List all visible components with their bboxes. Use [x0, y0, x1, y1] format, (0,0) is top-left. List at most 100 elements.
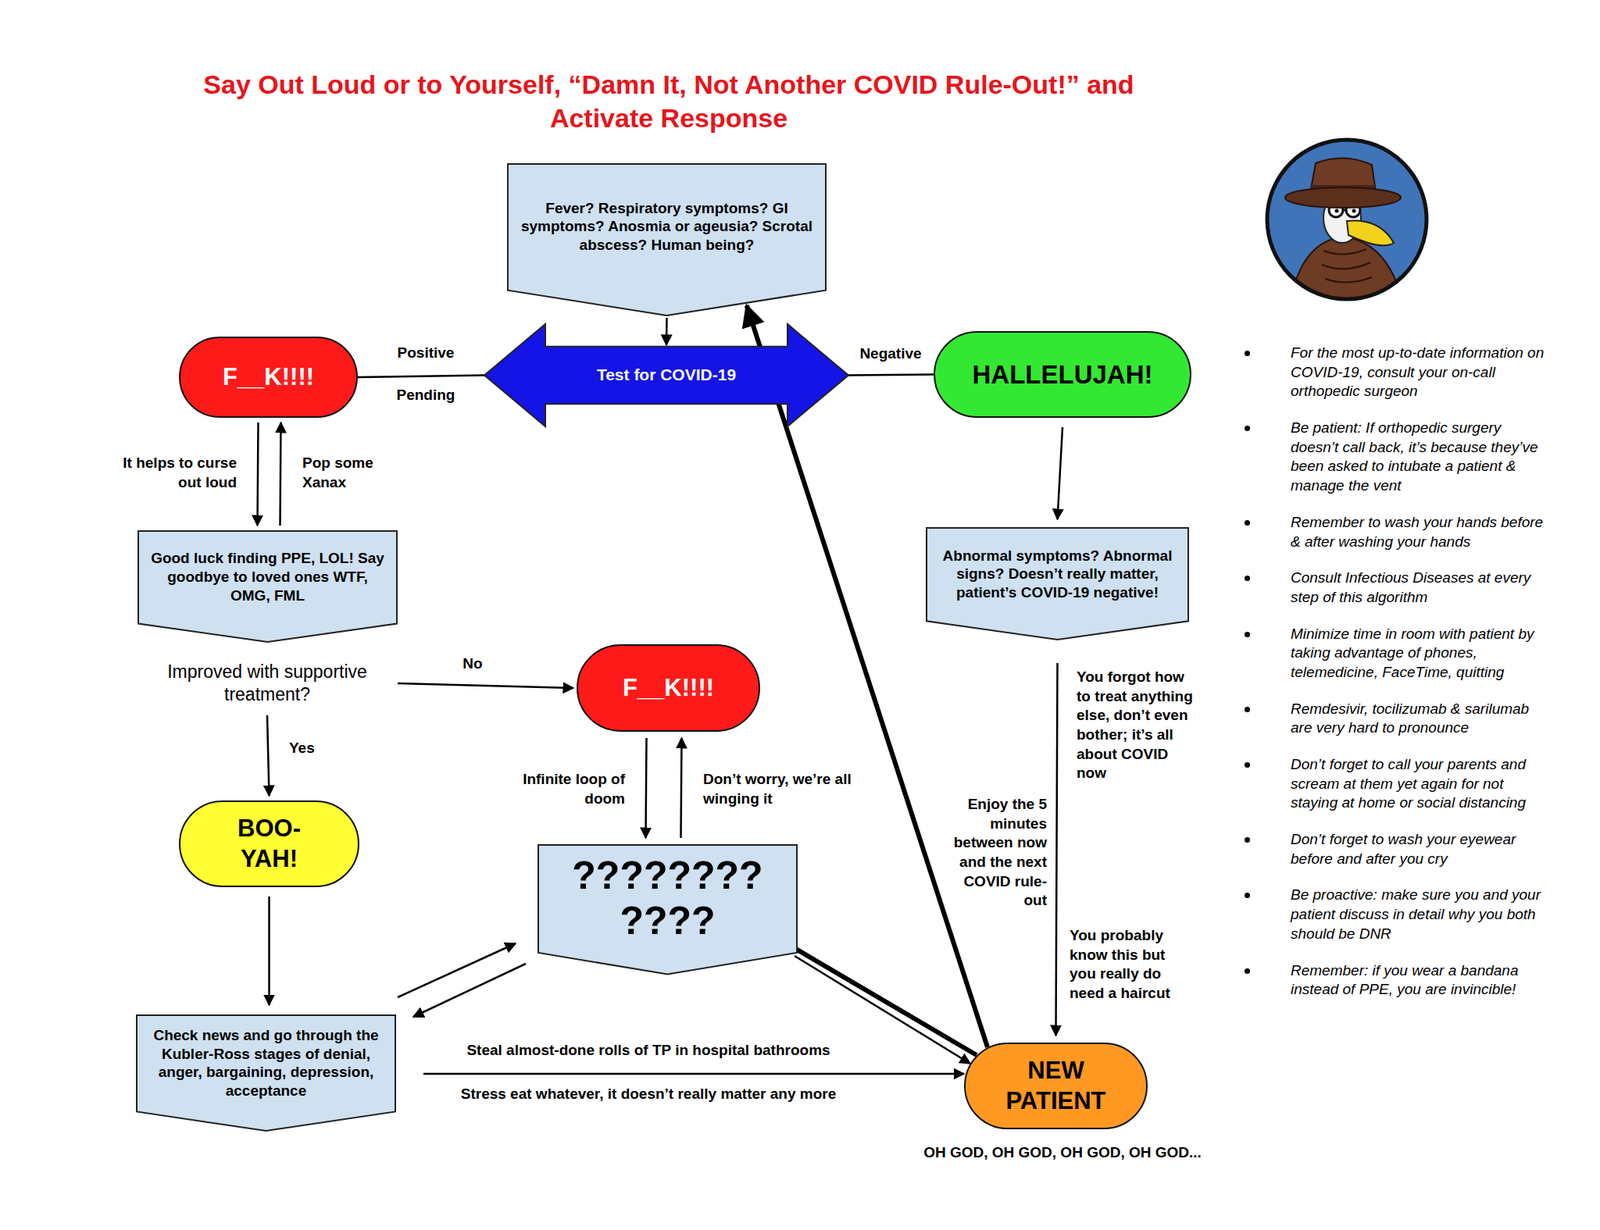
text-holder: Improved with supportive treatment?: [147, 660, 387, 707]
annotation: You probably know this but you really do…: [1069, 926, 1187, 1004]
node-text: F__K!!!!: [622, 673, 715, 704]
edge-label-text: Don’t worry, we’re all winging it: [703, 771, 852, 808]
shape-outline: [926, 528, 1189, 640]
note-text: Consult Infectious Diseases at every ste…: [1290, 568, 1549, 608]
note-item: Don’t forget to wash your eyewear before…: [1244, 830, 1558, 869]
plague-doctor-figure: [1285, 157, 1406, 306]
note-text: Minimize time in room with patient by ta…: [1290, 625, 1549, 683]
success-terminator: BOO-YAH!: [178, 800, 360, 888]
connector: [280, 422, 282, 526]
note-item: For the most up-to-date information on C…: [1244, 343, 1558, 402]
annotation: OH GOD, OH GOD, OH GOD, OH GOD...: [906, 1143, 1219, 1164]
note-item: Remember to wash your hands before & aft…: [1244, 513, 1558, 552]
edge-label: No: [449, 654, 497, 675]
connector: [681, 738, 683, 839]
note-item: Minimize time in room with patient by ta…: [1244, 625, 1558, 683]
connector: [397, 943, 516, 998]
relief-terminator: HALLELUJAH!: [933, 331, 1192, 418]
edge-label: Negative: [851, 344, 930, 365]
note-text: Remdesivir, tocilizumab & sarilumab are …: [1290, 700, 1549, 739]
bullet-dot: [1244, 892, 1250, 899]
note-text: Be patient: If orthopedic surgery doesn’…: [1290, 418, 1549, 497]
annotation-text: OH GOD, OH GOD, OH GOD, OH GOD...: [923, 1144, 1202, 1161]
edge-label: Positive: [386, 343, 465, 364]
shape-outline: [484, 324, 849, 427]
text-holder: Check news and go through the Kubler-Ros…: [145, 1026, 387, 1101]
shape-outline: [507, 164, 826, 316]
edge-label-text: Steal almost-done rolls of TP in hospita…: [466, 1042, 830, 1059]
node-text: HALLELUJAH!: [972, 358, 1154, 391]
notes-list: For the most up-to-date information on C…: [1244, 343, 1558, 1000]
bullet-dot: [1244, 350, 1250, 357]
connector: [413, 964, 526, 1018]
start-terminator: NEW PATIENT: [964, 1042, 1148, 1130]
text-holder: NEW PATIENT: [993, 1056, 1119, 1118]
edge-label-text: No: [462, 655, 483, 672]
annotation-text: Enjoy the 5 minutes between now and the …: [953, 796, 1047, 909]
bullet-dot: [1244, 762, 1250, 768]
unknown-box: ???????? ????: [537, 844, 798, 975]
edge-label-text: It helps to curse out loud: [122, 454, 237, 491]
connector: [766, 932, 977, 1056]
node-text: Fever? Respiratory symptoms? GI symptoms…: [516, 199, 818, 255]
decision-text: Improved with supportive treatment?: [147, 656, 387, 711]
annotation: Stress eat whatever, it doesn’t really m…: [406, 1085, 891, 1105]
alarm-terminator: F__K!!!!: [576, 644, 761, 733]
text-holder: Abnormal symptoms? Abnormal signs? Doesn…: [935, 546, 1180, 603]
note-item: Consult Infectious Diseases at every ste…: [1244, 568, 1558, 608]
edge-label-text: Positive: [397, 344, 455, 361]
plague-doctor-illustration: [1260, 133, 1433, 306]
edge-label: Pop some Xanax: [302, 453, 397, 493]
shape-outline: [138, 531, 397, 643]
connector: [665, 317, 668, 346]
bullet-dot: [1244, 425, 1250, 432]
alarm-terminator: F__K!!!!: [178, 336, 358, 418]
bullet-dot: [1244, 968, 1250, 975]
node-text: Test for COVID-19: [596, 364, 736, 386]
text-holder: F__K!!!!: [222, 362, 315, 393]
node-text: Improved with supportive treatment?: [147, 660, 387, 707]
badge-rim: [1267, 139, 1427, 300]
connector: [267, 896, 271, 1006]
connector: [357, 375, 485, 379]
bullet-dot: [1244, 632, 1250, 638]
node-text: Good luck finding PPE, LOL! Say goodbye …: [146, 549, 389, 605]
shape-outline: [136, 1015, 396, 1132]
edge-label-text: Pop some Xanax: [302, 454, 374, 491]
text-holder: ???????? ????: [546, 853, 789, 944]
edge-label: Yes: [289, 739, 336, 759]
annotation: Enjoy the 5 minutes between now and the …: [941, 795, 1047, 911]
note-text: Remember to wash your hands before & aft…: [1290, 513, 1549, 552]
note-text: Remember: if you wear a bandana instead …: [1290, 961, 1549, 1000]
note-item: Remdesivir, tocilizumab & sarilumab are …: [1244, 700, 1558, 739]
note-item: Be patient: If orthopedic surgery doesn’…: [1244, 418, 1558, 497]
process-box: Check news and go through the Kubler-Ros…: [135, 1014, 397, 1133]
node-text: NEW PATIENT: [993, 1056, 1119, 1118]
shape-outline: [538, 845, 797, 975]
connector: [1056, 663, 1058, 1036]
process-box: Good luck finding PPE, LOL! Say goodbye …: [137, 530, 398, 643]
process-box: Abnormal symptoms? Abnormal signs? Doesn…: [925, 527, 1190, 641]
bullet-dot: [1244, 707, 1250, 713]
bullet-dot: [1244, 520, 1250, 526]
connector: [267, 715, 270, 797]
note-text: Don’t forget to call your parents and sc…: [1290, 755, 1549, 814]
node-text: BOO-YAH!: [226, 814, 313, 875]
edge-label-text: Yes: [289, 739, 315, 757]
connector: [397, 683, 574, 689]
edge-label-text: You forgot how to treat anything else, d…: [1076, 668, 1193, 782]
connector: [848, 375, 934, 376]
note-text: Be proactive: make sure you and your pat…: [1290, 885, 1549, 944]
edge-label: Don’t worry, we’re all winging it: [703, 770, 860, 809]
note-text: For the most up-to-date information on C…: [1290, 343, 1549, 402]
note-text: Don’t forget to wash your eyewear before…: [1290, 830, 1549, 869]
annotation: Pending: [386, 385, 465, 406]
note-item: Be proactive: make sure you and your pat…: [1244, 885, 1558, 944]
connector: [1057, 427, 1064, 520]
text-holder: F__K!!!!: [622, 673, 715, 704]
text-holder: Fever? Respiratory symptoms? GI symptoms…: [516, 199, 818, 255]
node-text: ???????? ????: [546, 853, 789, 944]
text-holder: HALLELUJAH!: [972, 358, 1154, 391]
page-title: Say Out Loud or to Yourself, “Damn It, N…: [160, 67, 1177, 135]
bullet-dot: [1244, 837, 1250, 843]
